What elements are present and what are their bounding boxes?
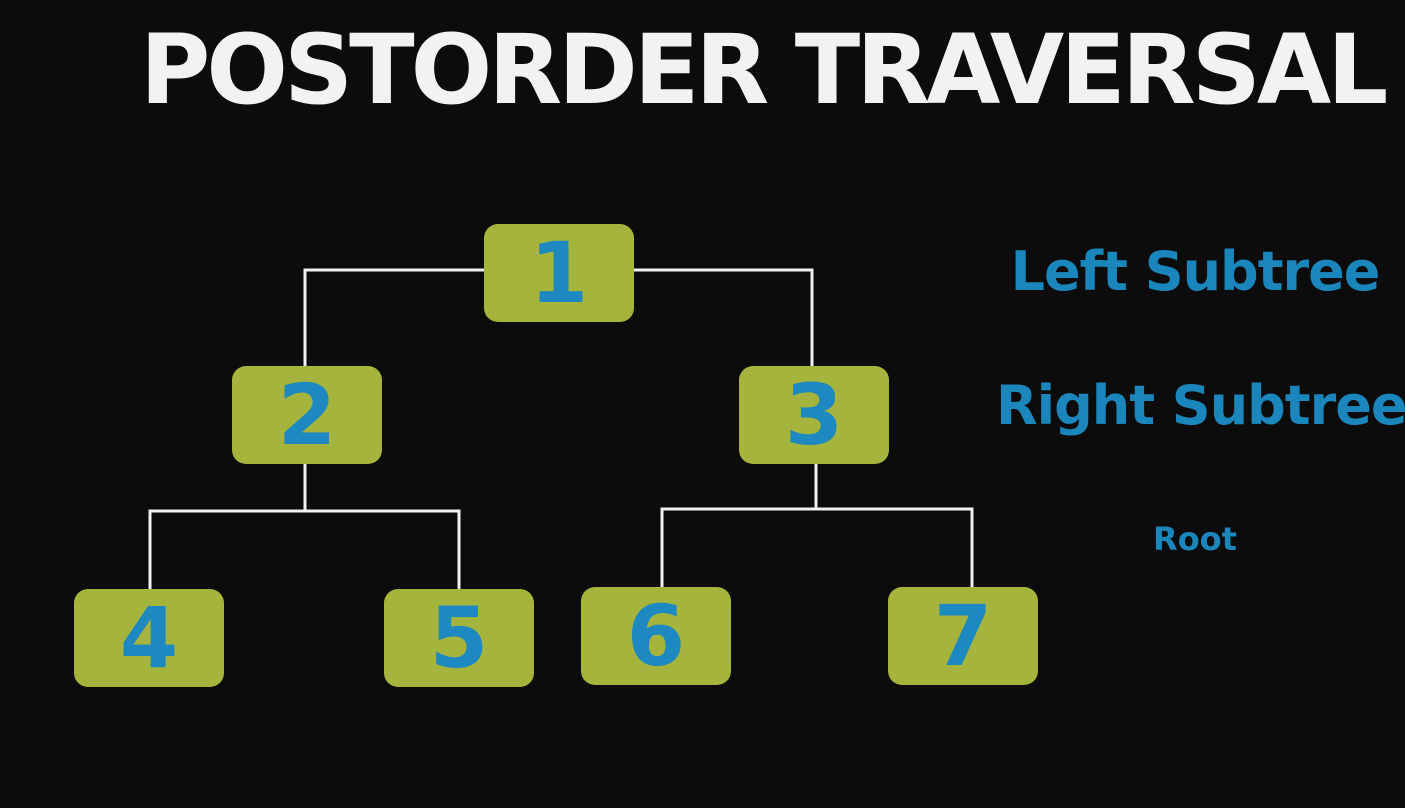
edge-2-5 xyxy=(305,509,461,590)
order-label-right-subtree: Right Subtree xyxy=(996,374,1405,437)
tree-node-label: 1 xyxy=(529,224,589,322)
tree-node-5: 5 xyxy=(384,589,534,687)
edge-1-2 xyxy=(303,268,484,367)
edge-1-3 xyxy=(634,268,814,367)
tree-node-label: 3 xyxy=(784,366,844,464)
order-label-left-subtree: Left Subtree xyxy=(1010,240,1381,303)
tree-node-label: 2 xyxy=(277,366,337,464)
tree-node-label: 7 xyxy=(933,587,993,685)
tree-node-3: 3 xyxy=(739,366,889,464)
page-title: POSTORDER TRAVERSAL xyxy=(140,14,1388,126)
order-label-root: Root xyxy=(1153,520,1237,558)
tree-node-label: 6 xyxy=(626,587,686,685)
edge-2-4 xyxy=(148,463,307,590)
tree-node-4: 4 xyxy=(74,589,224,687)
edge-3-6 xyxy=(660,463,818,588)
tree-node-6: 6 xyxy=(581,587,731,685)
tree-node-label: 5 xyxy=(429,589,489,687)
tree-node-1: 1 xyxy=(484,224,634,322)
edge-3-7 xyxy=(816,507,974,588)
tree-node-7: 7 xyxy=(888,587,1038,685)
tree-node-label: 4 xyxy=(119,589,179,687)
tree-node-2: 2 xyxy=(232,366,382,464)
